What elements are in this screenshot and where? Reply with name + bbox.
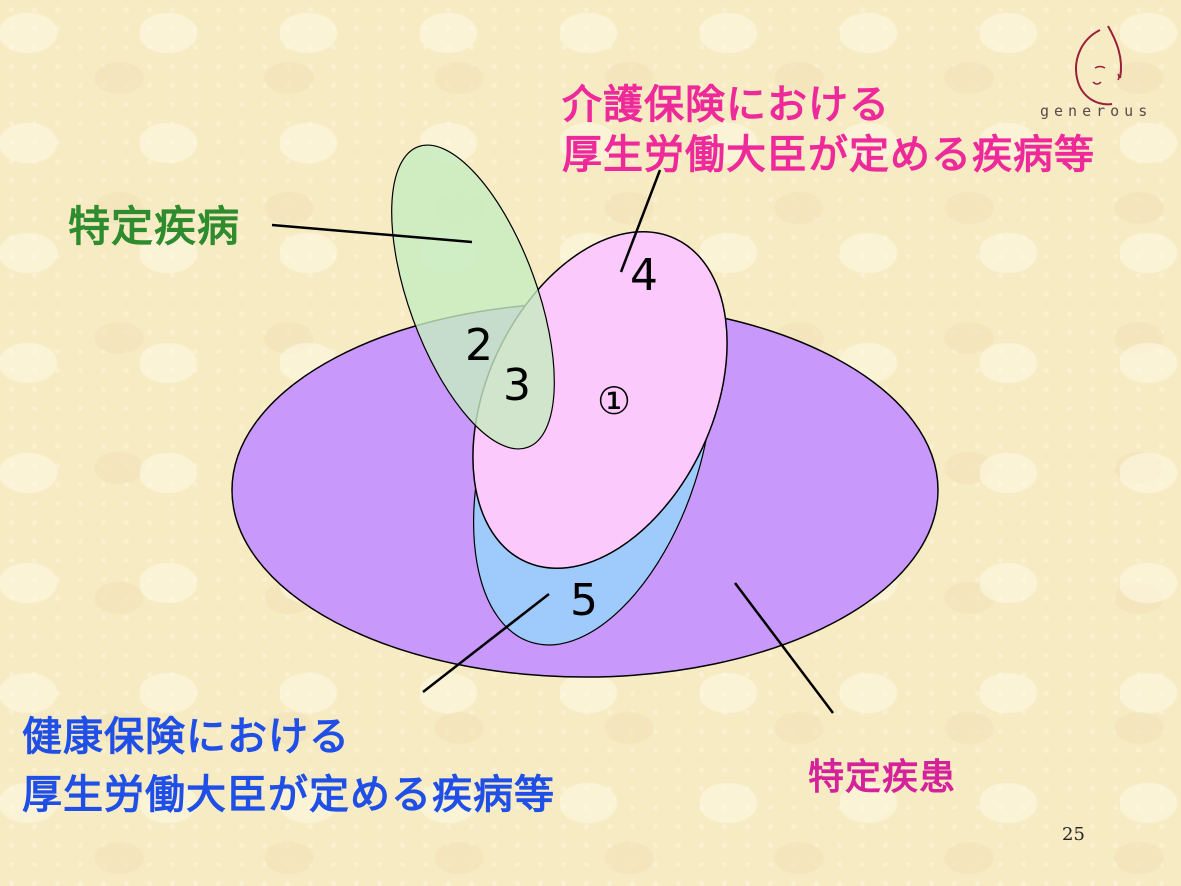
label-kaigo-line2: 厚生労働大臣が定める疾病等 [562, 132, 1095, 178]
generous-logo-icon [1075, 25, 1122, 106]
region-label-1: ① [597, 379, 631, 423]
label-kenko-line1: 健康保険における [22, 714, 350, 760]
leader-line-kenko [422, 593, 550, 693]
region-label-2: 2 [465, 320, 493, 371]
region-label-4: 4 [630, 250, 658, 301]
region-label-3: 3 [503, 360, 531, 411]
tokutei-shippei-ellipse [391, 144, 555, 450]
label-kaigo-line1: 介護保険における [562, 82, 890, 128]
logo-wordmark: generous [1040, 102, 1153, 120]
leader-line-tokutei-shippei [271, 223, 473, 244]
leader-line-tokutei-shikkan [734, 582, 834, 714]
label-tokutei-shikkan: 特定疾患 [808, 757, 957, 798]
label-tokutei-shippei: 特定疾病 [68, 202, 241, 251]
label-kenko-line2: 厚生労働大臣が定める疾病等 [22, 772, 555, 818]
page-number: 25 [1062, 824, 1085, 845]
region-label-5: 5 [570, 575, 598, 626]
leader-line-kaigo [619, 169, 662, 273]
